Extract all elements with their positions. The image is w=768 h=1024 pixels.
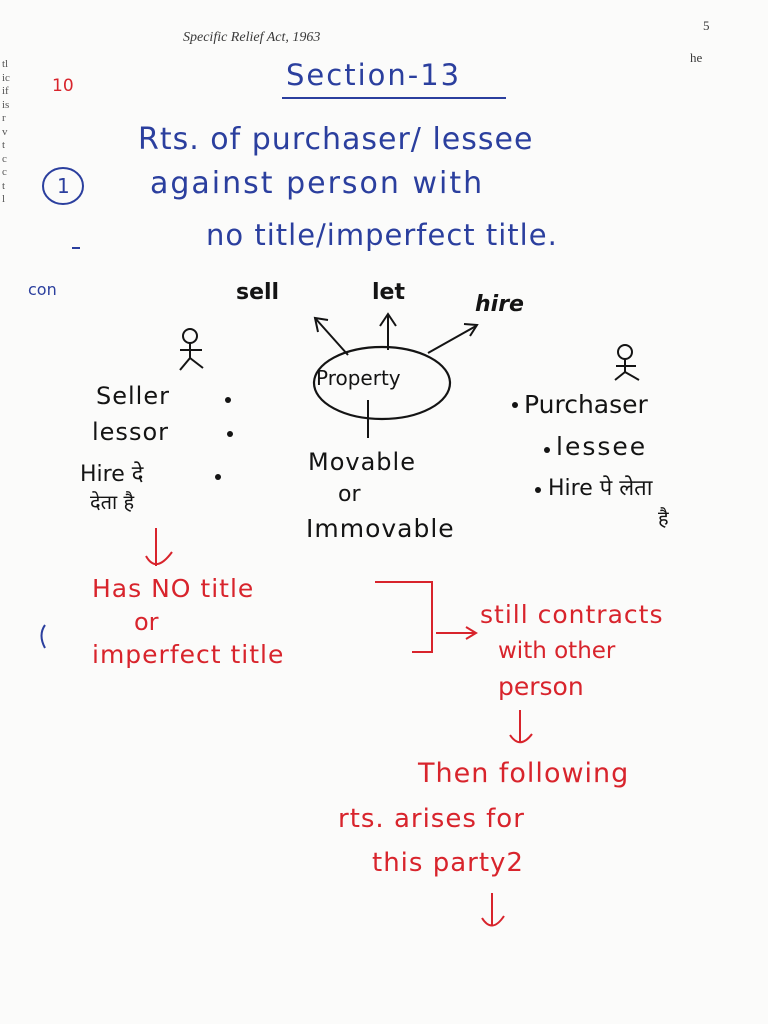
circled-marker-ring <box>42 167 84 205</box>
then-line-2: rts. arises for <box>338 804 525 834</box>
immovable-label: Immovable <box>306 514 455 543</box>
movable-label: Movable <box>308 448 416 476</box>
page-number: 5 <box>703 18 710 33</box>
action-let: let <box>372 280 405 305</box>
action-hire: hire <box>475 292 524 317</box>
red-arrow-3 <box>509 710 533 744</box>
margin-abbrev: con <box>28 280 57 299</box>
hire-gives-label-2: देता है <box>90 490 135 514</box>
purchaser-label: Purchaser <box>524 390 648 419</box>
stick-figure-right <box>614 344 640 381</box>
no-title-line-3: imperfect title <box>92 640 285 669</box>
seller-label: Seller <box>96 382 170 410</box>
action-sell: sell <box>236 280 280 305</box>
still-contracts-line-2: with other <box>498 638 616 664</box>
left-margin-fragments: tl ic if is r v t c c t l <box>2 58 10 205</box>
red-bracket <box>375 581 433 653</box>
red-arrow-4 <box>481 893 505 927</box>
section-title: Section-13 <box>286 58 462 92</box>
margin-number: 10 <box>52 76 74 96</box>
then-line-1: Then following <box>418 758 630 789</box>
heading-line-3: no title/imperfect title. <box>206 218 558 252</box>
no-title-line-2: or <box>134 608 159 636</box>
circled-marker: 1 <box>57 174 70 198</box>
hire-gives-label: Hire दे <box>80 462 144 487</box>
lessor-label: lessor <box>92 418 169 446</box>
still-contracts-line-3: person <box>498 672 584 701</box>
then-line-3: this party2 <box>372 848 524 878</box>
lessee-label: lessee <box>556 432 648 461</box>
heading-line-1: Rts. of purchaser/ lessee <box>138 122 534 157</box>
stick-figure-left <box>179 328 204 371</box>
arrow-hire <box>427 325 477 354</box>
margin-bracket <box>40 624 46 649</box>
arrow-sell <box>314 317 349 356</box>
property-label: Property <box>316 366 401 390</box>
property-circle <box>312 345 452 421</box>
heading-line-2: against person with <box>150 166 485 201</box>
red-arrow-1 <box>145 528 173 566</box>
hire-takes-label-2: है <box>658 506 669 530</box>
bullet-dots <box>215 397 550 493</box>
or-label: or <box>338 482 361 507</box>
still-contracts-line-1: still contracts <box>480 600 664 629</box>
no-title-line-1: Has NO title <box>92 574 255 603</box>
printed-fragment: he <box>690 50 703 65</box>
hire-takes-label: Hire पे लेता <box>548 476 653 501</box>
printed-header: Specific Relief Act, 1963 <box>183 30 321 45</box>
